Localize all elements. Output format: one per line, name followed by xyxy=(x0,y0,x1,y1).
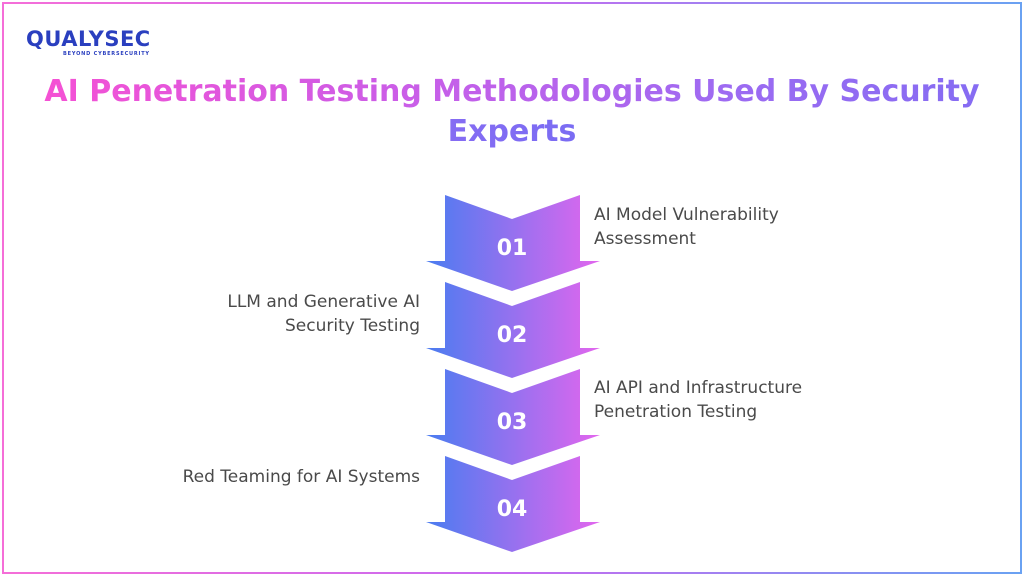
chevron-arrow-2 xyxy=(426,282,600,378)
step-label-02: LLM and Generative AI Security Testing xyxy=(227,292,420,336)
chevron-arrow-1 xyxy=(426,195,600,291)
page-title-text: AI Penetration Testing Methodologies Use… xyxy=(44,74,980,149)
step-number-04: 04 xyxy=(496,497,528,522)
logo-tagline: BEYOND CYBERSECURITY xyxy=(63,51,150,57)
page-title: AI Penetration Testing Methodologies Use… xyxy=(0,72,1024,152)
logo-wordmark: QUALYSEC xyxy=(26,27,151,51)
chevron-arrow-3 xyxy=(426,369,600,465)
chevron-arrow-4 xyxy=(426,456,600,552)
step-number-02: 02 xyxy=(496,323,528,348)
step-label-01: AI Model Vulnerability Assessment xyxy=(594,205,779,249)
step-label-03: AI API and Infrastructure Penetration Te… xyxy=(594,378,803,422)
qualysec-logo: QUALYSEC BEYOND CYBERSECURITY xyxy=(26,27,176,63)
step-number-03: 03 xyxy=(496,410,528,435)
step-label-04: Red Teaming for AI Systems xyxy=(182,467,420,487)
step-number-01: 01 xyxy=(496,236,528,261)
